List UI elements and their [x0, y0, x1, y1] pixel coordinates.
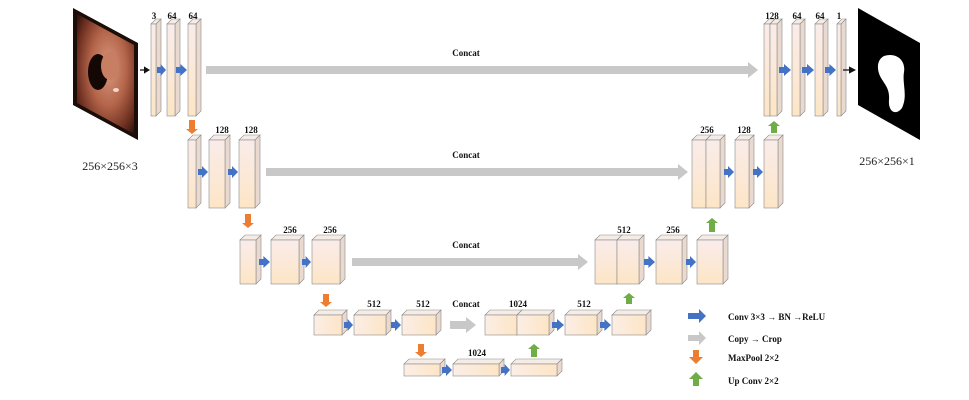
l4-pool-arrow — [415, 344, 427, 357]
input-dimension: 256×256×3 — [82, 159, 138, 173]
l2-conv2-block — [238, 134, 261, 209]
l1-dec-conv-arrow-3 — [825, 64, 836, 76]
l1-conv2-block — [187, 18, 202, 117]
l4-dec-conv-arrow-2 — [600, 319, 611, 331]
l1-dec-channels: 128 — [765, 11, 779, 21]
l5-conv2-block — [510, 358, 563, 377]
l2-dec-conv-arrow-2 — [753, 166, 763, 178]
l2-up-arrow — [768, 121, 780, 133]
l1-copy-arrow — [206, 62, 758, 78]
output-dimension: 256×256×1 — [859, 154, 915, 168]
l3-copy-arrow — [352, 254, 588, 270]
l4-dec-conv1-channels: 512 — [577, 299, 591, 309]
l4-conv1-channels: 512 — [367, 299, 381, 309]
l1-concat-label: Concat — [452, 48, 480, 58]
l1-conv1-channels: 64 — [168, 11, 178, 21]
l4-dec-conv1-block — [564, 309, 603, 336]
l5-conv-arrow-1 — [442, 364, 452, 376]
l4-dec-conv2-block — [611, 309, 652, 336]
l2-conv2-channels: 128 — [244, 125, 258, 135]
l4-copy-arrow — [450, 317, 476, 333]
l2-dec-conv1-block — [734, 134, 755, 209]
legend-up-arrow-icon — [689, 372, 703, 386]
legend-copy-label: Copy → Crop — [728, 334, 782, 344]
l4-pool-block — [313, 309, 348, 336]
l3-up-arrow — [706, 218, 718, 232]
l3-pool-block — [239, 234, 262, 285]
l3-dec-conv1-block — [655, 234, 688, 285]
input-image — [73, 8, 138, 140]
legend-conv-arrow-icon — [688, 309, 706, 323]
l3-conv-arrow-1 — [259, 256, 270, 268]
l3-conv2-block — [311, 234, 346, 285]
l3-pool-arrow — [320, 294, 332, 307]
l3-dec-skip-block — [616, 234, 645, 285]
l3-concat-label: Concat — [452, 240, 480, 250]
l1-input-channels: 3 — [152, 11, 157, 21]
l1-conv-arrow-2 — [176, 64, 187, 76]
legend-pool-label: MaxPool 2×2 — [728, 353, 779, 363]
arrows — [140, 62, 856, 376]
l1-output-channels: 1 — [837, 11, 842, 21]
l3-conv-arrow-2 — [302, 256, 311, 268]
l1-output-block — [836, 18, 847, 117]
l5-pool-block — [403, 358, 446, 377]
l5-conv-arrow-2 — [501, 364, 510, 376]
l5-up-arrow — [528, 344, 540, 357]
l2-conv-arrow-1 — [198, 166, 208, 178]
legend-conv-label: Conv 3×3 → BN →ReLU — [728, 312, 826, 322]
l4-concat-label: Concat — [452, 299, 480, 309]
l3-conv2-channels: 256 — [323, 225, 337, 235]
l3-conv1-block — [270, 234, 305, 285]
input-arrow — [140, 66, 150, 74]
l3-dec-conv1-channels: 256 — [666, 225, 680, 235]
l2-pool-arrow — [242, 214, 254, 228]
l1-dec-conv-arrow-1 — [779, 64, 791, 76]
l2-conv1-channels: 128 — [215, 125, 229, 135]
l3-dec-channels: 512 — [617, 225, 631, 235]
l4-conv-arrow-2 — [391, 319, 401, 331]
l4-conv2-block — [401, 309, 442, 336]
output-arrow — [843, 66, 856, 74]
l4-conv1-block — [353, 309, 392, 336]
l1-dec-conv-arrow-2 — [802, 64, 814, 76]
l2-conv-arrow-2 — [228, 166, 238, 178]
l1-conv1-block — [166, 18, 181, 117]
l2-dec-conv1-channels: 128 — [737, 125, 751, 135]
l1-dec-conv2-channels: 64 — [816, 11, 826, 21]
l5-conv1-channels: 1024 — [468, 348, 487, 358]
l1-pool-arrow — [186, 120, 198, 134]
l3-dec-conv2-block — [696, 234, 729, 285]
l1-conv2-channels: 64 — [189, 11, 199, 21]
l4-dec-up-block — [484, 309, 523, 336]
l4-conv-arrow-1 — [344, 319, 353, 331]
l3-dec-conv-arrow-1 — [644, 256, 655, 268]
legend: Conv 3×3 → BN →ReLU Copy → Crop MaxPool … — [688, 309, 826, 386]
l2-concat-label: Concat — [452, 150, 480, 160]
l4-up-arrow — [623, 293, 635, 304]
l4-dec-skip-block — [516, 309, 555, 336]
l2-dec-skip-block — [705, 134, 726, 209]
l5-conv1-block — [452, 358, 505, 377]
l2-dec-channels: 256 — [700, 125, 714, 135]
feature-blocks — [150, 18, 847, 377]
l3-conv1-channels: 256 — [283, 225, 297, 235]
l4-conv2-channels: 512 — [416, 299, 430, 309]
output-mask — [858, 8, 920, 140]
l2-dec-conv-arrow-1 — [724, 166, 734, 178]
l1-dec-conv1-channels: 64 — [793, 11, 803, 21]
l4-dec-conv-arrow-1 — [552, 319, 564, 331]
l1-dec-skip-block — [769, 18, 783, 117]
l2-conv1-block — [208, 134, 231, 209]
l2-copy-arrow — [266, 164, 688, 180]
legend-copy-arrow-icon — [688, 331, 706, 345]
l4-dec-channels: 1024 — [509, 299, 528, 309]
l3-dec-conv-arrow-2 — [686, 256, 696, 268]
legend-up-label: Up Conv 2×2 — [728, 376, 779, 386]
l1-conv-arrow-1 — [157, 64, 166, 76]
legend-pool-arrow-icon — [689, 350, 703, 364]
l2-dec-conv2-block — [763, 134, 784, 209]
